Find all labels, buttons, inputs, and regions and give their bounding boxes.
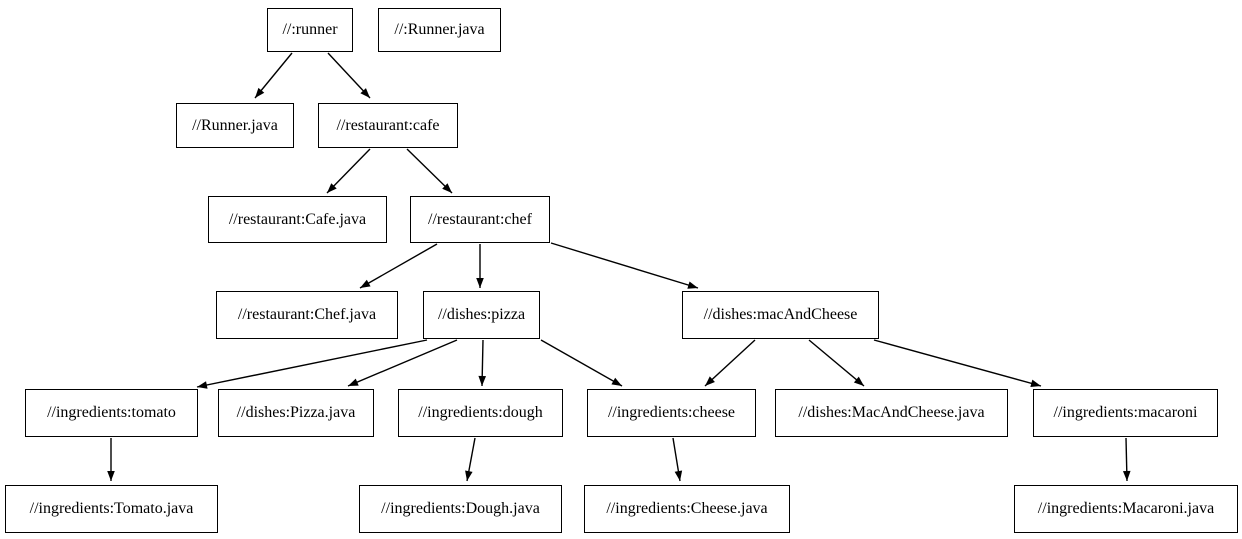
- node-mac-and-cheese: //dishes:macAndCheese: [682, 291, 879, 339]
- node-dough: //ingredients:dough: [398, 389, 563, 437]
- node-label: //:runner: [282, 21, 338, 38]
- node-chef: //restaurant:chef: [410, 196, 550, 243]
- node-label: //restaurant:Chef.java: [237, 306, 377, 323]
- edge-mac-and-cheese-to-macaroni: [873, 339, 1042, 388]
- node-pizza-java: //dishes:Pizza.java: [218, 389, 374, 437]
- node-label: //dishes:pizza: [437, 306, 526, 323]
- node-macaroni: //ingredients:macaroni: [1033, 389, 1218, 437]
- node-label: //dishes:macAndCheese: [703, 306, 858, 323]
- edge-dough-to-dough-java: [465, 437, 476, 482]
- node-macaroni-java: //ingredients:Macaroni.java: [1014, 485, 1238, 533]
- node-label: //ingredients:dough: [418, 404, 543, 421]
- edge-cafe-to-chef: [406, 148, 453, 194]
- node-label: //ingredients:Cheese.java: [606, 500, 768, 517]
- node-label: //restaurant:chef: [428, 210, 532, 228]
- edge-macaroni-to-macaroni-java: [1122, 437, 1131, 482]
- node-label: //dishes:Pizza.java: [236, 404, 356, 421]
- node-cafe: //restaurant:cafe: [318, 103, 458, 148]
- node-pizza: //dishes:pizza: [423, 291, 540, 339]
- edge-pizza-to-tomato: [196, 339, 428, 389]
- node-label: //restaurant:cafe: [336, 116, 440, 134]
- node-label: //restaurant:Cafe.java: [228, 210, 367, 228]
- node-label: //ingredients:Tomato.java: [29, 500, 194, 517]
- node-label: //ingredients:Macaroni.java: [1037, 500, 1215, 517]
- edge-cheese-to-cheese-java: [672, 437, 683, 482]
- node-label: //ingredients:Dough.java: [381, 500, 540, 517]
- node-cheese: //ingredients:cheese: [587, 389, 756, 437]
- node-mac-and-cheese-java: //dishes:MacAndCheese.java: [775, 389, 1008, 437]
- edge-mac-and-cheese-to-mac-and-cheese-java: [808, 339, 865, 387]
- node-runner-java: //Runner.java: [176, 103, 294, 148]
- node-label: //dishes:MacAndCheese.java: [798, 404, 985, 421]
- node-runner: //:runner: [267, 8, 353, 52]
- node-cafe-java: //restaurant:Cafe.java: [208, 196, 387, 243]
- edge-pizza-to-cheese: [540, 339, 623, 387]
- edge-pizza-to-dough: [478, 339, 487, 387]
- node-label: //ingredients:cheese: [607, 404, 736, 421]
- edge-runner-to-cafe: [327, 52, 371, 99]
- node-chef-java: //restaurant:Chef.java: [216, 291, 398, 339]
- edge-pizza-to-pizza-java: [347, 339, 458, 387]
- edge-cafe-to-cafe-java: [326, 148, 371, 194]
- edge-mac-and-cheese-to-cheese: [704, 339, 756, 387]
- edge-runner-to-runner-java: [254, 52, 293, 99]
- node-tomato: //ingredients:tomato: [25, 389, 198, 437]
- node-label: //ingredients:tomato: [47, 404, 176, 421]
- node-dough-java: //ingredients:Dough.java: [359, 485, 562, 533]
- edge-chef-to-mac-and-cheese: [550, 242, 699, 289]
- node-cheese-java: //ingredients:Cheese.java: [584, 485, 790, 533]
- node-tomato-java: //ingredients:Tomato.java: [5, 485, 218, 533]
- node-label: //ingredients:macaroni: [1053, 404, 1198, 421]
- node-label: //Runner.java: [192, 116, 278, 134]
- node-runner-java-src: //:Runner.java: [378, 8, 501, 52]
- node-label: //:Runner.java: [394, 21, 485, 38]
- edge-chef-to-chef-java: [359, 243, 438, 289]
